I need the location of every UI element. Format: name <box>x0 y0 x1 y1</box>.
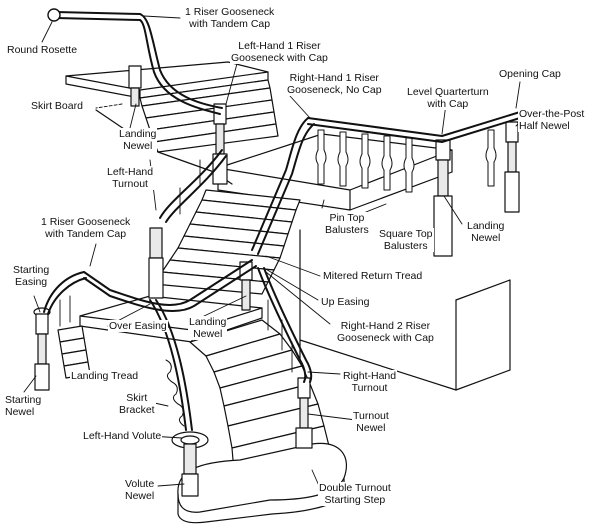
starting-newel <box>33 307 51 391</box>
label-landing-newel-upper: Landing Newel <box>118 128 158 152</box>
label-volute-newel: Volute Newel <box>124 478 156 502</box>
volute-newel <box>171 431 209 497</box>
left-short-flight <box>57 325 91 379</box>
flight-balusters <box>59 159 293 373</box>
label-over-the-post: Over-the-Post Half Newel <box>518 108 586 132</box>
turnout-newel <box>295 377 313 449</box>
handrails <box>43 8 521 431</box>
label-landing-newel-mid: Landing Newel <box>188 316 228 340</box>
label-lh-gooseneck-cap: Left-Hand 1 Riser Gooseneck with Cap <box>230 40 329 64</box>
landing-newels <box>128 65 520 311</box>
label-over-easing: Over Easing <box>108 320 168 332</box>
label-starting-newel: Starting Newel <box>4 394 43 418</box>
label-mitered-return-tread: Mitered Return Tread <box>322 270 424 282</box>
label-rh-turnout: Right-Hand Turnout <box>342 370 398 394</box>
label-opening-cap: Opening Cap <box>498 68 562 80</box>
label-rh-2riser: Right-Hand 2 Riser Gooseneck with Cap <box>336 320 435 344</box>
label-square-top-balusters: Square Top Balusters <box>378 228 434 252</box>
label-round-rosette: Round Rosette <box>6 44 79 56</box>
label-rh-gooseneck-no-cap: Right-Hand 1 Riser Gooseneck, No Cap <box>286 72 383 96</box>
label-level-quarterturn: Level Quarterturn with Cap <box>406 86 490 110</box>
label-up-easing: Up Easing <box>320 296 371 308</box>
label-lh-volute: Left-Hand Volute <box>82 430 163 442</box>
label-starting-easing: Starting Easing <box>12 264 51 288</box>
label-gooseneck-tandem-top: 1 Riser Gooseneck with Tandem Cap <box>184 6 276 30</box>
label-lh-turnout: Left-Hand Turnout <box>106 166 155 190</box>
label-skirt-board: Skirt Board <box>30 100 84 112</box>
upper-flight <box>139 79 279 153</box>
label-pin-top-balusters: Pin Top Balusters <box>324 212 370 236</box>
label-skirt-bracket: Skirt Bracket <box>118 392 156 416</box>
label-landing-newel-right: Landing Newel <box>466 220 506 244</box>
skirt-brackets <box>165 359 185 427</box>
balusters <box>315 129 497 193</box>
label-landing-tread: Landing Tread <box>70 370 140 382</box>
label-turnout-newel: Turnout Newel <box>352 410 390 434</box>
label-gooseneck-tandem-left: 1 Riser Gooseneck with Tandem Cap <box>40 216 132 240</box>
label-double-turnout: Double Turnout Starting Step <box>318 482 392 506</box>
